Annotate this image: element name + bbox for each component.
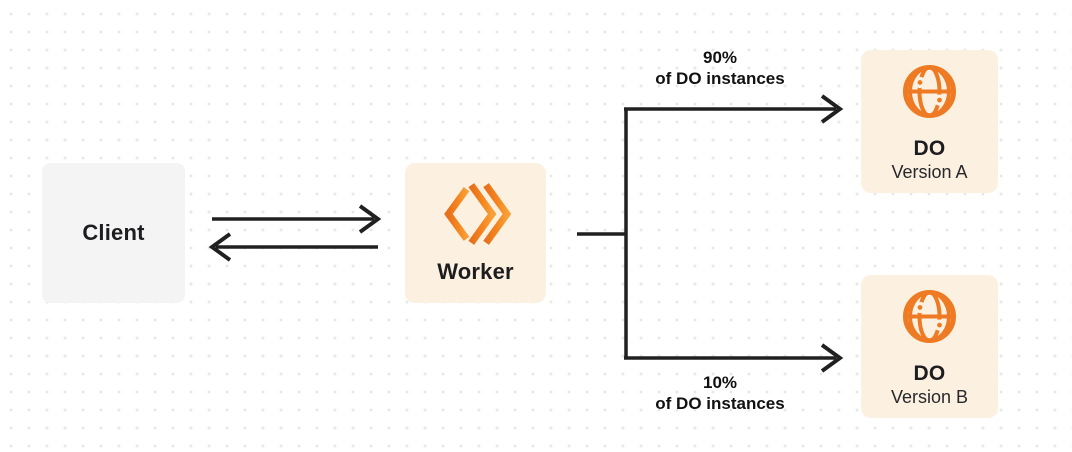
client-node: Client: [42, 163, 185, 303]
do-version-a-node: DO Version A: [861, 50, 998, 193]
worker-label: Worker: [437, 259, 514, 284]
traffic-percent-b: 10%: [702, 373, 738, 392]
arrow-client-to-worker: [212, 204, 382, 234]
arrow-to-version-a: [624, 94, 844, 124]
traffic-split-label-version-a: 90% of DO instances: [590, 47, 850, 89]
branch-connector: [577, 109, 628, 358]
do-b-title: DO: [913, 362, 946, 385]
traffic-caption-a: of DO instances: [655, 69, 785, 88]
traffic-caption-b: of DO instances: [655, 394, 785, 413]
do-b-subtitle: Version B: [890, 387, 969, 408]
durable-object-globe-icon: [903, 290, 956, 343]
worker-node: Worker: [405, 163, 546, 303]
traffic-percent-a: 90%: [702, 48, 738, 67]
arrow-worker-to-client: [208, 232, 378, 262]
durable-object-globe-icon: [903, 65, 956, 118]
do-version-b-node: DO Version B: [861, 275, 998, 418]
do-a-subtitle: Version A: [891, 162, 968, 183]
do-a-title: DO: [913, 137, 946, 160]
traffic-split-label-version-b: 10% of DO instances: [590, 372, 850, 414]
client-label: Client: [82, 220, 145, 245]
arrow-to-version-b: [624, 343, 844, 373]
workers-icon: [443, 183, 511, 245]
